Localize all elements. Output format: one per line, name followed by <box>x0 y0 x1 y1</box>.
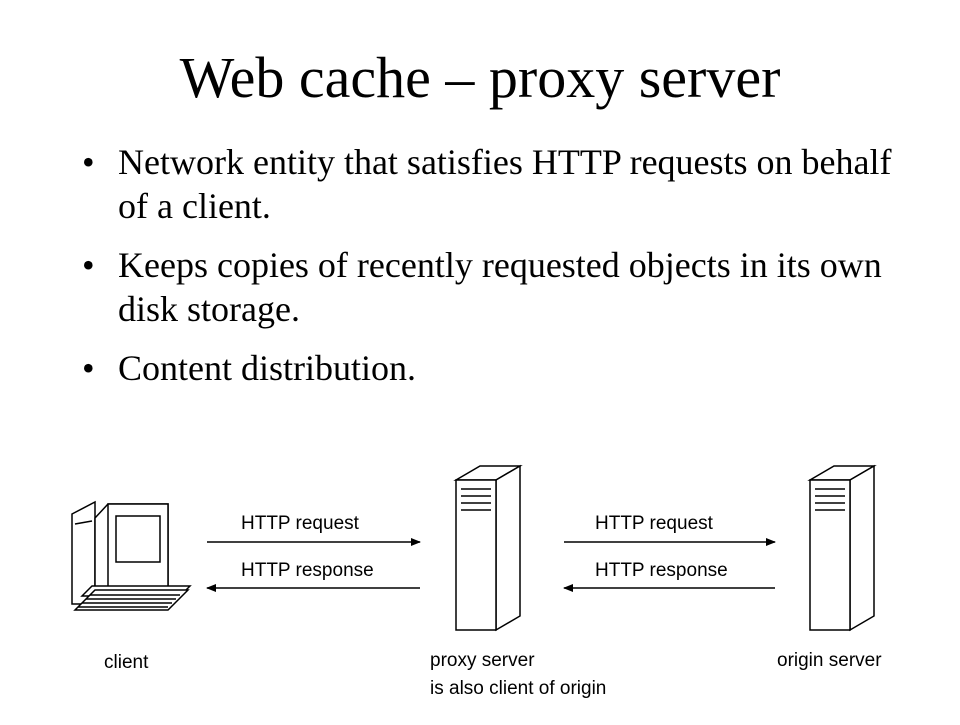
slide-title: Web cache – proxy server <box>179 45 781 110</box>
computer-icon <box>71 500 192 611</box>
bullet-dot: • <box>82 142 95 182</box>
bullet-item: • Network entity that satisfies HTTP req… <box>80 140 900 228</box>
right-response-label: HTTP response <box>595 560 728 581</box>
left-response-label: HTTP response <box>241 560 374 581</box>
diagram-graphics <box>71 464 877 632</box>
client-label: client <box>104 652 149 673</box>
server-tower-icon <box>453 464 523 632</box>
bullet-text: Network entity that satisfies HTTP reque… <box>118 142 892 226</box>
bullet-text: Keeps copies of recently requested objec… <box>118 245 882 329</box>
right-request-label: HTTP request <box>595 513 713 534</box>
bullet-list: • Network entity that satisfies HTTP req… <box>80 140 900 405</box>
proxy-server-label: proxy server <box>430 650 535 671</box>
bullet-item: • Content distribution. <box>80 346 900 390</box>
proxy-diagram: HTTP request HTTP response HTTP request … <box>0 450 960 720</box>
bullet-dot: • <box>82 245 95 285</box>
origin-server-label: origin server <box>777 650 882 671</box>
bullet-item: • Keeps copies of recently requested obj… <box>80 243 900 331</box>
bullet-text: Content distribution. <box>118 348 417 388</box>
bullet-dot: • <box>82 348 95 388</box>
left-request-label: HTTP request <box>241 513 359 534</box>
proxy-server-note: is also client of origin <box>430 678 607 699</box>
server-tower-icon <box>807 464 877 632</box>
